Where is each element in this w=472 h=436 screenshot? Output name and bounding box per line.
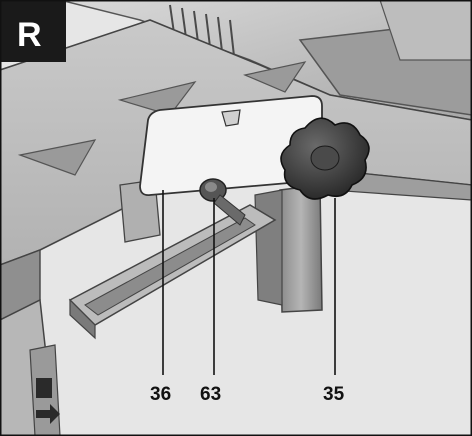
figure-badge: R xyxy=(0,0,66,62)
callout-63: 63 xyxy=(200,384,221,405)
support-post xyxy=(254,184,323,313)
figure-badge-label: R xyxy=(17,16,42,54)
star-knob xyxy=(280,117,370,200)
lower-bracket xyxy=(68,179,277,340)
screw xyxy=(199,178,246,226)
arrow-icon xyxy=(36,378,60,424)
left-leg xyxy=(0,298,61,436)
callout-36: 36 xyxy=(150,384,171,405)
callout-35: 35 xyxy=(323,384,345,405)
triangle-marker-icon xyxy=(17,139,97,176)
machine-housing xyxy=(59,0,472,121)
triangle-marker-icon xyxy=(117,81,197,116)
leader-lines xyxy=(162,190,336,375)
triangle-marker-icon xyxy=(243,61,307,93)
